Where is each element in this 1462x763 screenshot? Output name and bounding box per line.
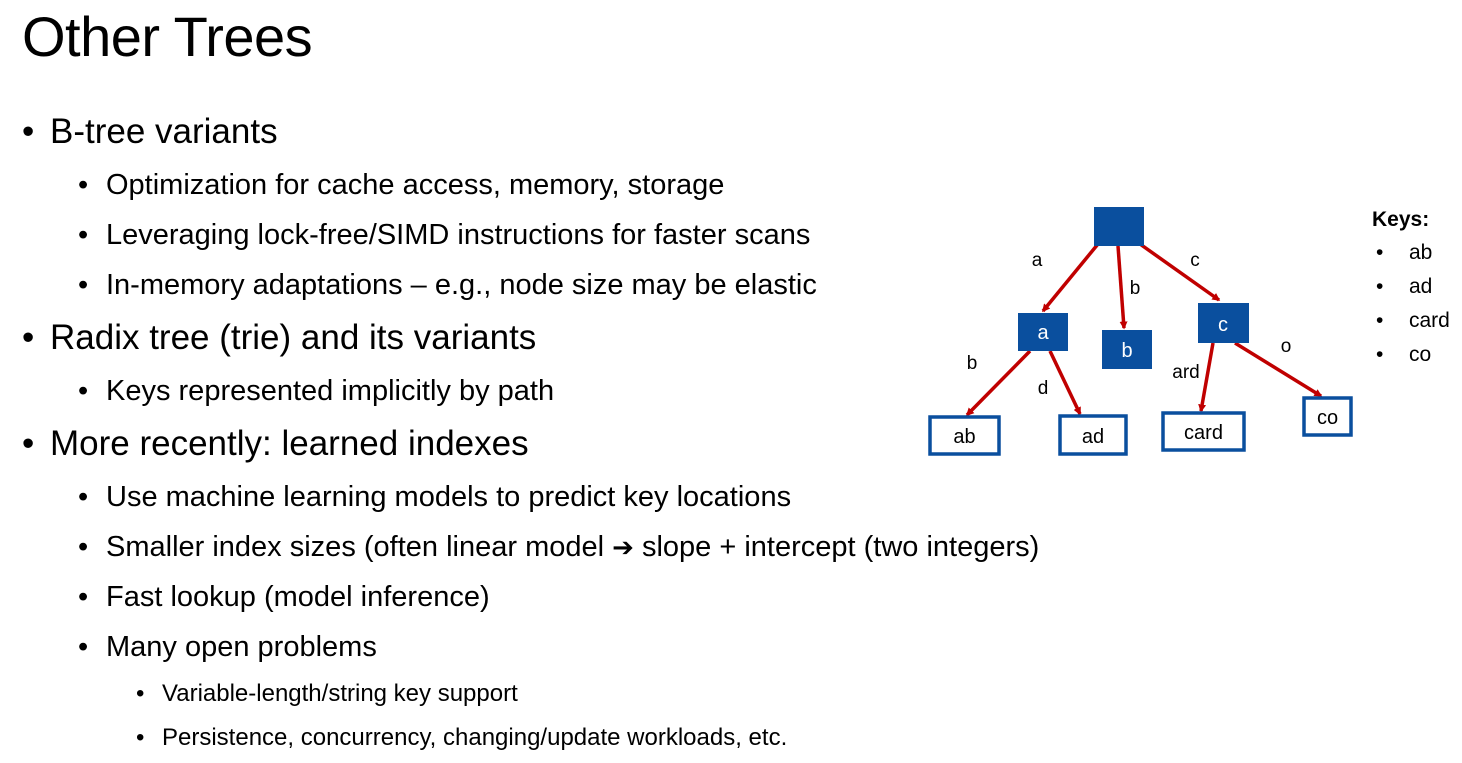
- bullet-text: Smaller index sizes (often linear model …: [106, 528, 1039, 567]
- bullet-text: Persistence, concurrency, changing/updat…: [162, 724, 788, 751]
- edge-label-root-a: a: [1032, 250, 1043, 271]
- bullet-dot: •: [78, 269, 89, 301]
- bullet-text: Variable-length/string key support: [162, 680, 518, 707]
- right-arrow-icon: ➔: [612, 533, 634, 563]
- bullet-dot: •: [22, 424, 35, 463]
- bullet-dot: •: [78, 581, 89, 613]
- trie-node-b: [1102, 330, 1152, 369]
- bullet-dot: •: [1376, 343, 1384, 366]
- trie-root-node: [1094, 207, 1144, 246]
- edge-label-c-card: ard: [1172, 362, 1199, 383]
- bullet-text: Optimization for cache access, memory, s…: [106, 169, 725, 201]
- key-text: card: [1409, 309, 1450, 332]
- bullet-text: Leveraging lock-free/SIMD instructions f…: [106, 219, 811, 251]
- trie-leaf-ad: [1058, 414, 1128, 456]
- bullet-dot: •: [78, 169, 89, 201]
- keys-item: • ad: [1372, 270, 1433, 304]
- slide-title: Other Trees: [22, 5, 313, 68]
- trie-node-b-label: b: [1121, 340, 1132, 362]
- trie-node-a: [1018, 313, 1068, 351]
- trie-leaf-ab: [928, 415, 1001, 456]
- keys-legend: Keys: • ab • ad • card • co: [1372, 204, 1450, 372]
- bullet-text: More recently: learned indexes: [50, 424, 529, 463]
- bullet-dot: •: [78, 219, 89, 251]
- bullet-text: Use machine learning models to predict k…: [106, 481, 792, 513]
- trie-leaf-ab-label: ab: [953, 426, 975, 448]
- bullet-dot: •: [78, 375, 89, 407]
- edge-a-to-ad: [1048, 350, 1082, 416]
- edge-root-to-a: [1041, 242, 1100, 313]
- bullet-text: Fast lookup (model inference): [106, 581, 490, 613]
- edge-label-root-c: c: [1190, 250, 1200, 271]
- bullet-dot: •: [1376, 309, 1384, 332]
- edge-label-a-ad: d: [1038, 378, 1049, 399]
- keys-title: Keys:: [1372, 208, 1430, 231]
- trie-leaf-co: [1302, 396, 1353, 437]
- bullet-text-before: Smaller index sizes (often linear model: [106, 531, 605, 563]
- edge-a-to-ab: [965, 349, 1032, 417]
- edge-root-to-c: [1138, 242, 1221, 302]
- bullet-text: Radix tree (trie) and its variants: [50, 318, 537, 357]
- bullet-dot: •: [78, 531, 89, 563]
- edge-c-to-card: [1198, 342, 1215, 413]
- bullet-dot: •: [78, 481, 89, 513]
- trie-leaf-card: [1161, 411, 1246, 452]
- keys-item: • co: [1372, 338, 1432, 372]
- bullet-dot: •: [22, 318, 35, 357]
- bullet-dot: •: [136, 724, 145, 751]
- edge-c-to-co: [1234, 341, 1323, 398]
- trie-leaf-card-label: card: [1184, 422, 1223, 444]
- bullet-text: B-tree variants: [50, 112, 278, 151]
- trie-leaf-co-label: co: [1317, 407, 1338, 429]
- trie-node-a-label: a: [1037, 322, 1049, 344]
- bullet-text: In-memory adaptations – e.g., node size …: [106, 269, 817, 301]
- trie-node-c: [1198, 303, 1249, 343]
- trie-node-c-label: c: [1218, 314, 1228, 336]
- bullet-dot: •: [136, 680, 145, 707]
- edge-label-root-b: b: [1130, 278, 1141, 299]
- key-text: co: [1409, 343, 1432, 366]
- keys-item: • card: [1372, 304, 1450, 338]
- edge-label-c-co: o: [1281, 336, 1292, 357]
- bullet-text: Many open problems: [106, 631, 377, 663]
- key-text: ad: [1409, 275, 1433, 298]
- edge-root-to-b: [1116, 245, 1128, 330]
- bullet-dot: •: [22, 112, 35, 151]
- bullet-text: Keys represented implicitly by path: [106, 375, 555, 407]
- bullet-dot: •: [78, 631, 89, 663]
- bullet-dot: •: [1376, 275, 1384, 298]
- key-text: ab: [1409, 241, 1433, 264]
- bullet-text-after: slope + intercept (two integers): [641, 531, 1040, 563]
- keys-item: • ab: [1372, 236, 1433, 270]
- trie-leaf-ad-label: ad: [1082, 426, 1104, 448]
- edge-label-a-ab: b: [967, 353, 978, 374]
- bullet-dot: •: [1376, 241, 1384, 264]
